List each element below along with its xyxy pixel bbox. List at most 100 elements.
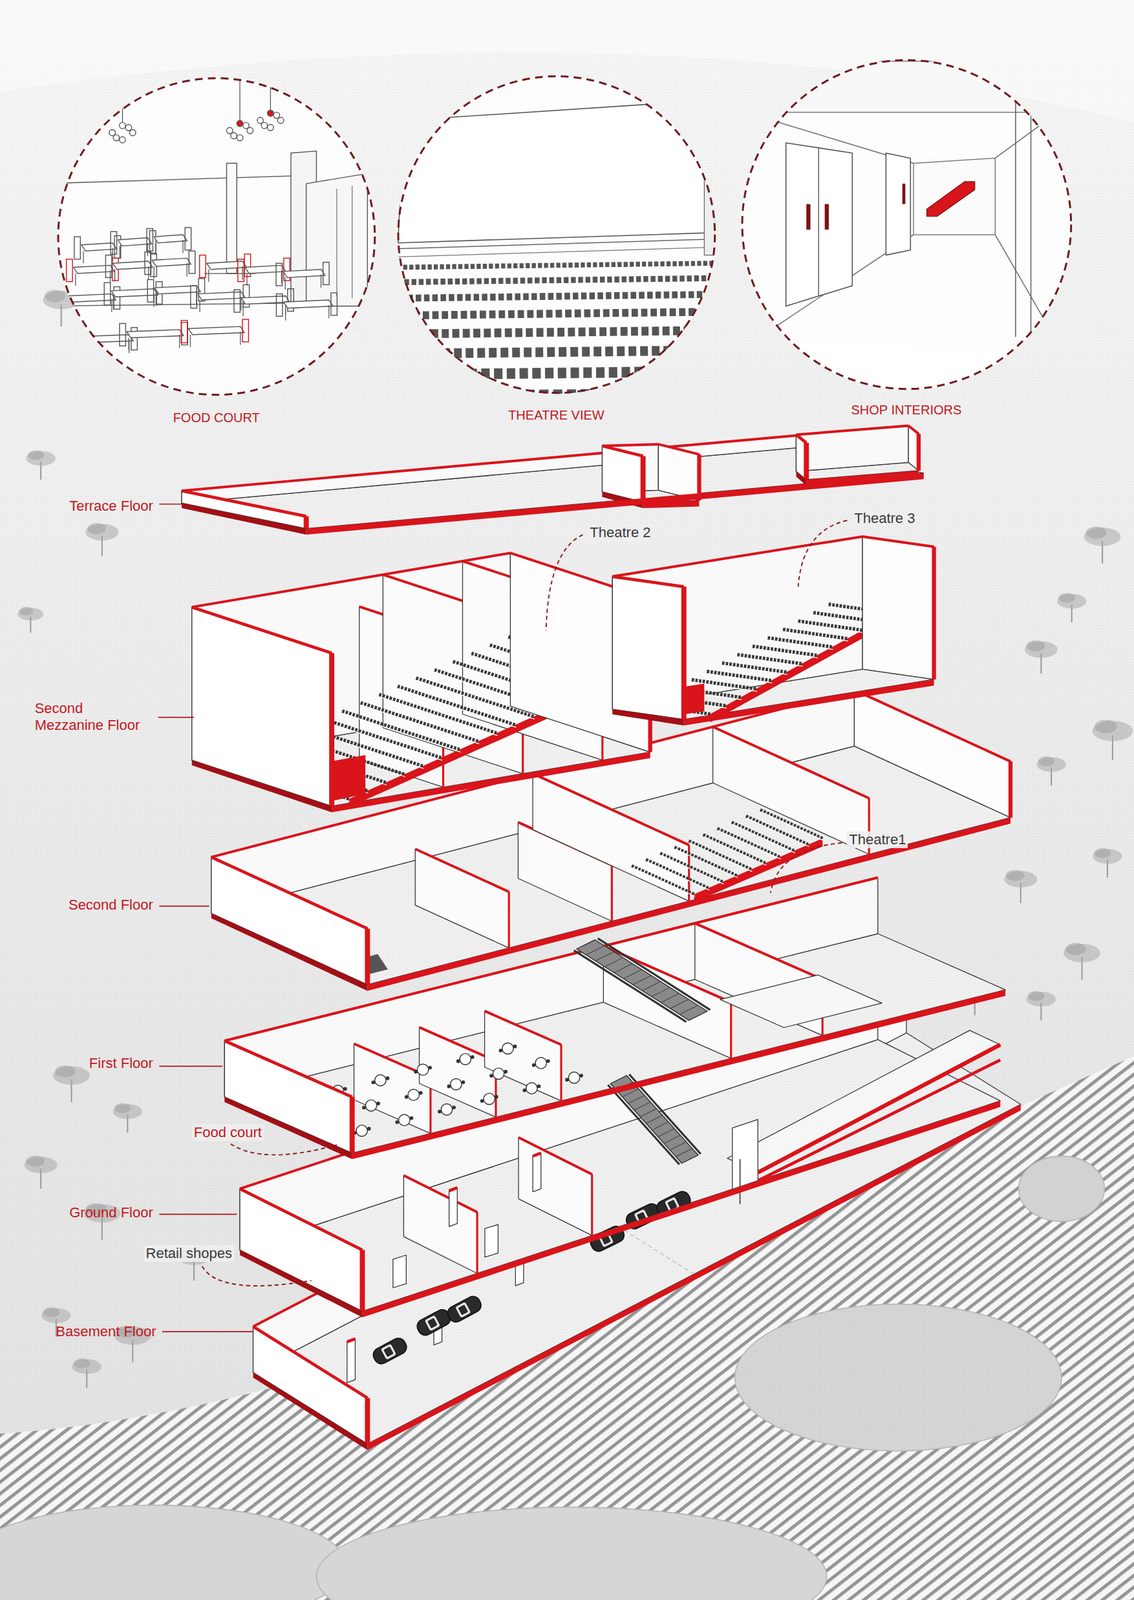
chair	[579, 1073, 584, 1078]
seat-gap	[398, 688, 517, 728]
seat-row	[674, 846, 738, 876]
dining-table	[356, 1124, 368, 1136]
table-leg	[182, 239, 183, 254]
seat-gap	[324, 721, 443, 761]
chair	[513, 1044, 518, 1049]
seat-gap	[396, 281, 719, 286]
car-body	[414, 1307, 453, 1338]
slab-cut	[795, 471, 807, 486]
tree-canopy	[1038, 756, 1055, 767]
stair-cut	[331, 755, 366, 802]
escalator-step	[585, 945, 604, 955]
ceiling	[744, 61, 1082, 113]
slab-cut	[331, 751, 651, 813]
chair	[404, 1095, 409, 1100]
circle-outline	[740, 58, 1074, 392]
seat-row	[746, 815, 809, 845]
chair	[470, 1055, 475, 1060]
perspective-line	[994, 234, 1072, 368]
vignette-caption: SHOP INTERIORS	[851, 402, 963, 418]
table-leg	[69, 301, 71, 315]
car-roof	[427, 1318, 438, 1329]
space-label: Theatre 2	[587, 524, 653, 542]
chair	[181, 322, 188, 346]
label-holder: Theatre 2	[587, 524, 653, 542]
back-wall	[795, 426, 909, 472]
wall-cut	[224, 1040, 352, 1098]
chair	[323, 262, 330, 286]
car-roof	[383, 1346, 394, 1358]
escalator-rail	[607, 1084, 680, 1165]
table-leg	[147, 243, 149, 257]
label-holder: First Floor	[89, 1055, 154, 1072]
dashed-leader	[798, 520, 848, 588]
seat-gap	[343, 713, 461, 753]
escalator-step	[595, 951, 614, 961]
seat-gap	[675, 849, 739, 878]
table-leg	[119, 245, 121, 258]
seat-row	[688, 841, 752, 870]
tree-canopy	[19, 607, 34, 616]
partition-wall	[415, 848, 509, 948]
chair	[480, 1099, 485, 1103]
chair	[60, 287, 67, 311]
escalator-step	[645, 1115, 663, 1124]
chandelier-lamp	[246, 127, 253, 134]
seat-gap	[360, 400, 743, 405]
car	[445, 1293, 484, 1325]
wall-cut	[612, 576, 685, 588]
chair	[456, 1059, 461, 1064]
escalator-step	[634, 1102, 651, 1111]
vignette-layer	[40, 59, 1082, 454]
chair	[343, 1087, 348, 1092]
chair	[395, 1120, 399, 1125]
seat-gap	[384, 316, 727, 321]
seat-row	[716, 828, 780, 857]
table-leg	[156, 294, 158, 307]
chair	[181, 320, 187, 344]
tree-canopy	[114, 1103, 131, 1114]
tree-canopy	[1094, 719, 1118, 734]
tree-canopy	[1094, 848, 1111, 858]
dining-table	[492, 1068, 504, 1080]
chandelier-lamp	[236, 120, 243, 127]
table-leg	[285, 277, 286, 290]
tree-layer	[17, 289, 1133, 1388]
chandelier-lamp	[119, 122, 126, 129]
wall-cut	[795, 434, 807, 443]
table-top	[188, 326, 245, 335]
vignette-circle: FOOD COURT	[56, 76, 377, 397]
table-leg	[179, 334, 180, 349]
slab-cut	[367, 817, 1011, 992]
chair	[546, 1059, 551, 1063]
chandelier-lamp	[226, 127, 233, 134]
escalator-step	[641, 981, 661, 991]
wall-cut	[211, 857, 368, 929]
table-leg	[109, 270, 111, 284]
dashed-leader	[546, 534, 584, 631]
chandelier-lamp	[261, 122, 268, 129]
table-top	[81, 243, 117, 252]
chair	[105, 255, 112, 279]
label-holder: Basement Floor	[55, 1323, 156, 1341]
table-leg	[114, 269, 116, 282]
seat-row	[702, 834, 766, 864]
chair	[494, 1095, 499, 1100]
wall-cut	[640, 456, 646, 503]
wall-cut	[181, 435, 800, 491]
car-window	[455, 1302, 471, 1319]
partition-wall	[518, 1137, 593, 1237]
floor-label: First Floor	[89, 1055, 154, 1072]
chandelier-rod	[122, 71, 123, 127]
dining-table	[568, 1071, 580, 1083]
ground-patch	[735, 1304, 1062, 1451]
table-leg	[128, 337, 129, 350]
wall-cut	[681, 587, 687, 720]
door	[484, 1224, 499, 1258]
chandelier-lamp	[129, 129, 136, 136]
table-top	[126, 329, 184, 339]
space-label: Food court	[192, 1124, 264, 1142]
end-wall	[913, 158, 995, 235]
